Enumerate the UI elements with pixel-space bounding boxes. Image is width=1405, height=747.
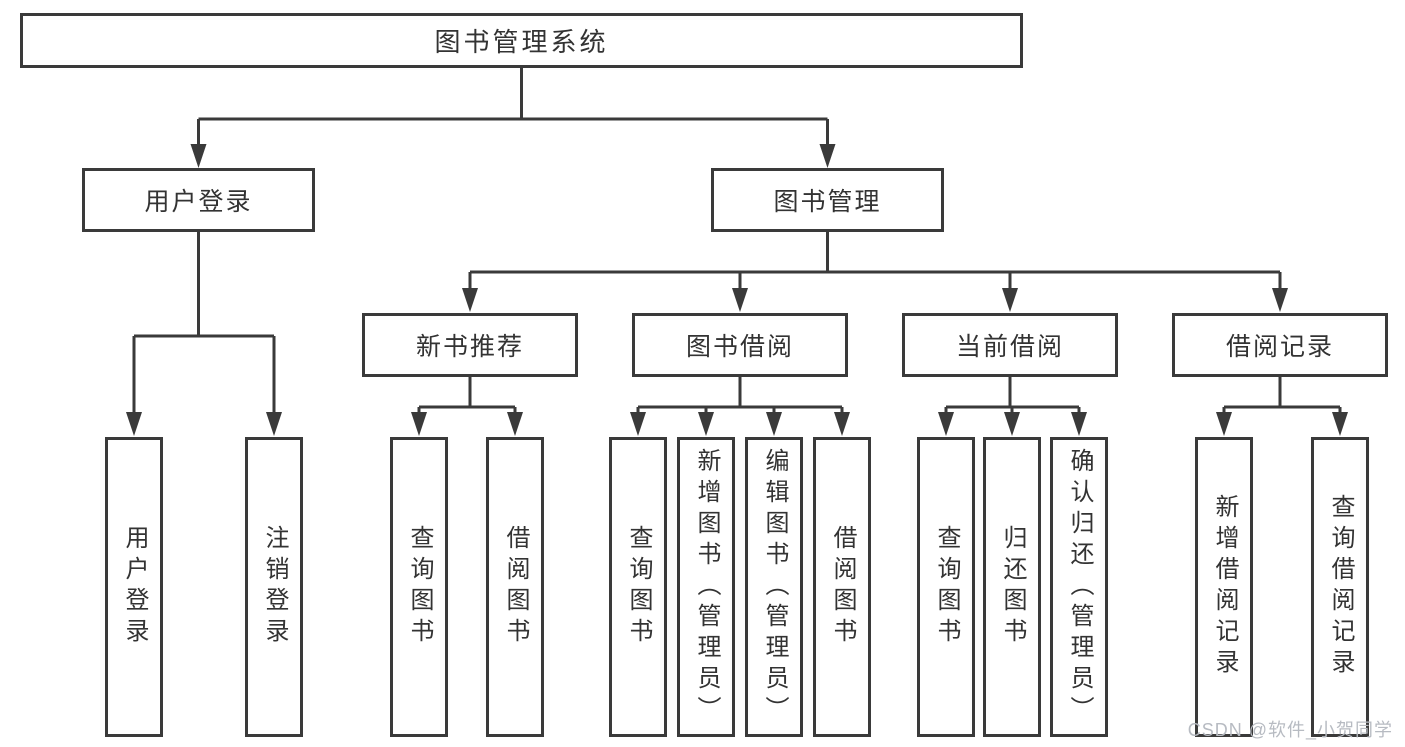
leaf-user-login-label: 用户登录 bbox=[121, 525, 148, 649]
leaf-borrow-books: 借阅图书 bbox=[813, 437, 871, 737]
leaf-add-borrow-record: 新增借阅记录 bbox=[1195, 437, 1253, 737]
leaf-query-books-current: 查询图书 bbox=[917, 437, 975, 737]
connector-book-management bbox=[468, 232, 1282, 292]
leaf-borrow-books-label: 借阅图书 bbox=[829, 525, 856, 649]
node-user-login: 用户登录 bbox=[82, 168, 315, 232]
leaf-logout: 注销登录 bbox=[245, 437, 303, 737]
connector-user-login bbox=[132, 232, 276, 416]
connector-borrow-records bbox=[1222, 377, 1342, 416]
node-root-label: 图书管理系统 bbox=[434, 27, 609, 57]
node-book-borrow: 图书借阅 bbox=[632, 313, 848, 377]
leaf-logout-label: 注销登录 bbox=[261, 525, 288, 649]
leaf-query-books-borrow-label: 查询图书 bbox=[625, 525, 652, 649]
leaf-return-book-label: 归还图书 bbox=[999, 525, 1026, 649]
leaf-borrow-books-recommend-label: 借阅图书 bbox=[502, 525, 529, 649]
node-current-borrow: 当前借阅 bbox=[902, 313, 1118, 377]
leaf-query-borrow-record-label: 查询借阅记录 bbox=[1327, 494, 1354, 680]
leaf-return-book: 归还图书 bbox=[983, 437, 1041, 737]
node-current-borrow-label: 当前借阅 bbox=[955, 333, 1064, 361]
node-borrow-records-label: 借阅记录 bbox=[1225, 333, 1334, 361]
leaf-user-login: 用户登录 bbox=[105, 437, 163, 737]
leaf-confirm-return-admin-label: 确认归还（管理员） bbox=[1066, 447, 1093, 727]
node-book-management: 图书管理 bbox=[711, 168, 944, 232]
node-new-book-recommend: 新书推荐 bbox=[362, 313, 578, 377]
leaf-add-borrow-record-label: 新增借阅记录 bbox=[1211, 494, 1238, 680]
node-book-borrow-label: 图书借阅 bbox=[685, 333, 794, 361]
leaf-edit-book-admin-label: 编辑图书（管理员） bbox=[761, 447, 788, 727]
leaf-query-books-recommend: 查询图书 bbox=[390, 437, 448, 737]
connector-root bbox=[197, 68, 829, 148]
leaf-edit-book-admin: 编辑图书（管理员） bbox=[745, 437, 803, 737]
node-book-management-label: 图书管理 bbox=[773, 188, 882, 216]
leaf-add-book-admin-label: 新增图书（管理员） bbox=[693, 447, 720, 727]
leaf-borrow-books-recommend: 借阅图书 bbox=[486, 437, 544, 737]
node-borrow-records: 借阅记录 bbox=[1172, 313, 1388, 377]
connector-book-borrow bbox=[636, 377, 844, 416]
node-root: 图书管理系统 bbox=[20, 13, 1023, 68]
leaf-query-borrow-record: 查询借阅记录 bbox=[1311, 437, 1369, 737]
node-user-login-label: 用户登录 bbox=[144, 188, 253, 216]
node-new-book-recommend-label: 新书推荐 bbox=[415, 333, 524, 361]
watermark: CSDN @软件_小贺同学 bbox=[1187, 720, 1393, 740]
leaf-query-books-current-label: 查询图书 bbox=[933, 525, 960, 649]
leaf-add-book-admin: 新增图书（管理员） bbox=[677, 437, 735, 737]
leaf-query-books-borrow: 查询图书 bbox=[609, 437, 667, 737]
leaf-query-books-recommend-label: 查询图书 bbox=[406, 525, 433, 649]
connector-new-book-recommend bbox=[417, 377, 517, 416]
connector-current-borrow bbox=[944, 377, 1081, 416]
leaf-confirm-return-admin: 确认归还（管理员） bbox=[1050, 437, 1108, 737]
